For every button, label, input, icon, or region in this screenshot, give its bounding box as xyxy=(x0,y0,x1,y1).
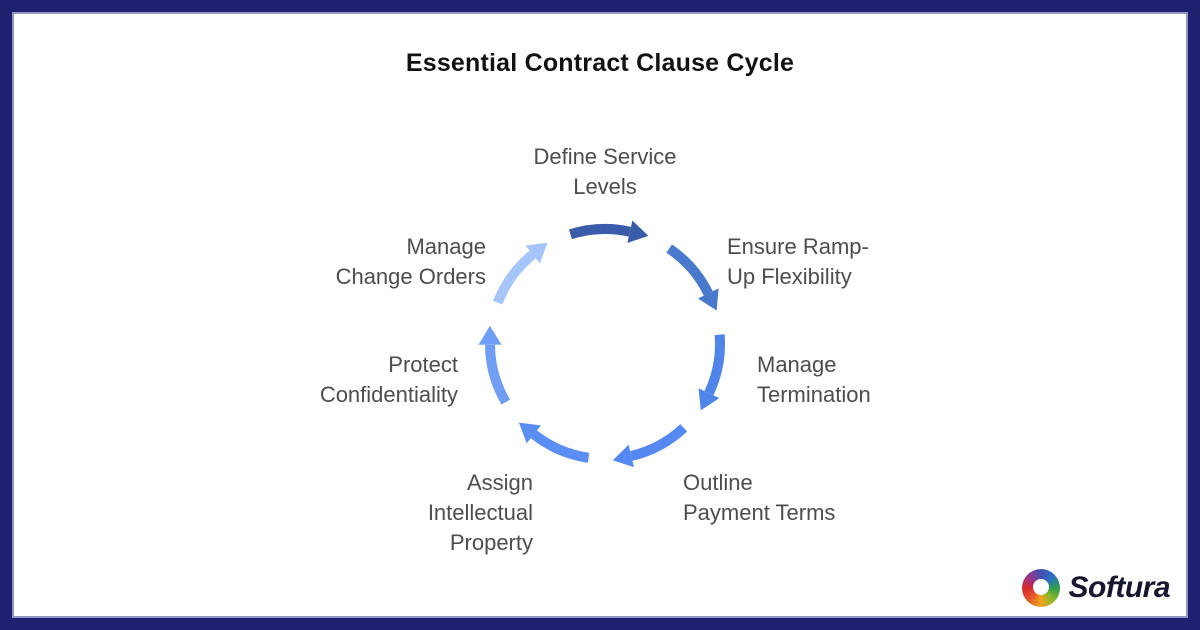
cycle-step-define-service-levels: Define Service Levels xyxy=(533,144,677,199)
cycle-step-outline-payment-terms: Outline Payment Terms xyxy=(683,470,836,525)
cycle-step-protect-confidentiality: Protect Confidentiality xyxy=(319,352,458,407)
cycle-arrowhead-4 xyxy=(518,422,541,444)
cycle-arrow-1 xyxy=(666,244,713,296)
softura-swirl-icon xyxy=(1021,569,1060,607)
cycle-arrowhead-0 xyxy=(627,220,649,243)
cycle-arrow-5 xyxy=(485,344,511,405)
cycle-arrow-0 xyxy=(568,224,631,240)
page-title: Essential Contract Clause Cycle xyxy=(405,48,795,77)
cycle-arrow-2 xyxy=(704,334,725,396)
cycle-arrow-4 xyxy=(530,430,590,463)
cycle-step-manage-termination: Manage Termination xyxy=(757,352,871,407)
cycle-arrowhead-3 xyxy=(612,444,634,468)
cycle-step-manage-change-orders: Manage Change Orders xyxy=(335,234,486,289)
cycle-arrow-6 xyxy=(493,250,536,305)
cycle-arrowhead-2 xyxy=(698,388,720,411)
cycle-arrowhead-5 xyxy=(478,325,502,345)
softura-logo-text: Softura xyxy=(1068,571,1171,604)
cycle-step-assign-intellectual-property: Assign Intellectual Property xyxy=(427,470,533,555)
cycle-arrows-diagram xyxy=(478,220,725,468)
cycle-arrow-3 xyxy=(630,424,688,461)
cycle-arrowhead-6 xyxy=(525,242,548,264)
softura-logo: Softura xyxy=(1021,569,1171,607)
cycle-arrowhead-1 xyxy=(697,288,719,311)
cycle-step-ensure-ramp-up-flexibility: Ensure Ramp- Up Flexibility xyxy=(727,234,869,289)
